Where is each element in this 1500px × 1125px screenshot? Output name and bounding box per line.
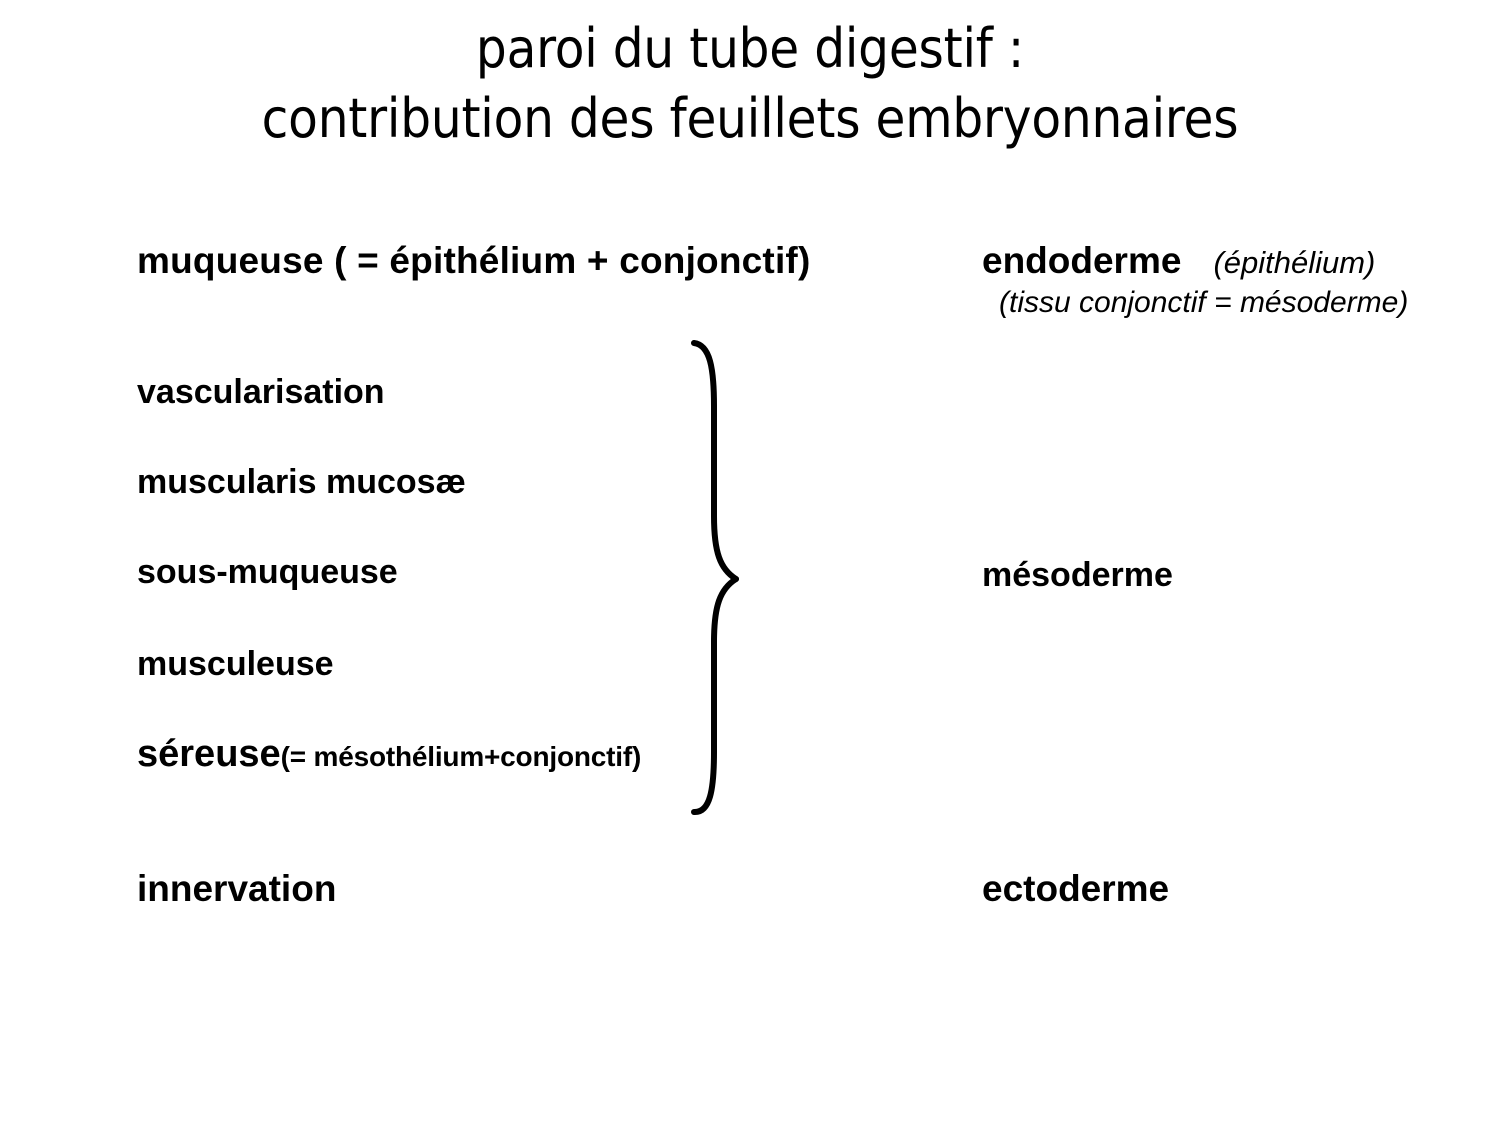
- layer-label-muscularis-mucosae: muscularis mucosæ: [137, 463, 466, 501]
- layer-label-vascularisation: vascularisation: [137, 373, 385, 411]
- layer-label-musculeuse: musculeuse: [137, 645, 334, 683]
- curly-brace-icon: [660, 320, 780, 840]
- page-title-line-2: contribution des feuillets embryonnaires: [261, 87, 1239, 150]
- layer-label-muqueuse: muqueuse ( = épithélium + conjonctif): [137, 240, 811, 281]
- layer-label-sereuse: séreuse(= mésothélium+conjonctif): [137, 735, 641, 773]
- germ-layer-label-endoderme-main: endoderme: [982, 240, 1182, 281]
- germ-layer-label-endoderme-note: (épithélium): [1213, 245, 1376, 280]
- layer-label-sous-muqueuse: sous-muqueuse: [137, 553, 398, 591]
- page-title-line-1: paroi du tube digestif :: [475, 17, 1025, 80]
- germ-layer-label-mesoderme: mésoderme: [982, 556, 1173, 594]
- layer-label-sereuse-main: séreuse: [137, 733, 281, 775]
- germ-layer-label-endoderme-note-2: (tissu conjonctif = mésoderme): [999, 286, 1409, 319]
- germ-layer-label-endoderme: endoderme (épithélium): [982, 242, 1375, 279]
- page-title: paroi du tube digestif : contribution de…: [0, 14, 1500, 154]
- germ-layer-label-ectoderme: ectoderme: [982, 868, 1170, 909]
- layer-label-sereuse-note: (= mésothélium+conjonctif): [280, 741, 642, 772]
- layer-label-innervation: innervation: [137, 868, 337, 909]
